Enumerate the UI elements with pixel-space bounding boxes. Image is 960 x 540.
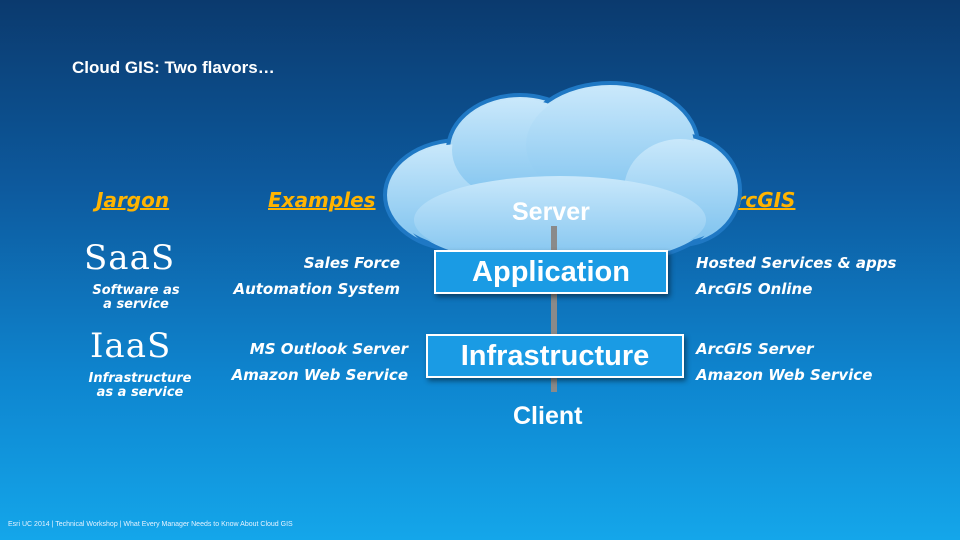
saas-description-line-1: Software as xyxy=(92,283,180,298)
header-jargon: Jargon xyxy=(96,188,170,212)
header-examples: Examples xyxy=(268,188,376,212)
application-box: Application xyxy=(434,250,668,294)
iaas-description: Infrastructure as a service xyxy=(78,372,202,400)
connector-line xyxy=(551,226,557,392)
client-label: Client xyxy=(513,402,583,430)
saas-example-line-1: Sales Force xyxy=(303,254,400,272)
saas-arcgis: Hosted Services & apps ArcGIS Online xyxy=(696,250,896,302)
iaas-term: IaaS xyxy=(90,326,172,366)
slide-title: Cloud GIS: Two flavors… xyxy=(72,58,275,77)
saas-term: SaaS xyxy=(84,238,176,278)
iaas-description-line-2: as a service xyxy=(96,385,184,400)
iaas-example-line-2: Amazon Web Service xyxy=(231,366,408,384)
saas-description: Software as a service xyxy=(78,284,194,312)
iaas-arcgis-line-2: Amazon Web Service xyxy=(696,366,873,384)
iaas-examples: MS Outlook Server Amazon Web Service xyxy=(200,336,408,388)
iaas-arcgis: ArcGIS Server Amazon Web Service xyxy=(696,336,872,388)
iaas-arcgis-line-1: ArcGIS Server xyxy=(696,340,814,358)
infrastructure-box: Infrastructure xyxy=(426,334,684,378)
saas-arcgis-line-2: ArcGIS Online xyxy=(696,280,813,298)
iaas-description-line-1: Infrastructure xyxy=(88,371,192,386)
cloud-icon xyxy=(383,81,742,270)
saas-example-line-2: Automation System xyxy=(233,280,400,298)
saas-arcgis-line-1: Hosted Services & apps xyxy=(696,254,897,272)
saas-examples: Sales Force Automation System xyxy=(200,250,400,302)
slide-footer: Esri UC 2014 | Technical Workshop | What… xyxy=(8,521,293,528)
saas-description-line-2: a service xyxy=(103,297,169,312)
server-label: Server xyxy=(512,198,590,226)
iaas-example-line-1: MS Outlook Server xyxy=(249,340,408,358)
